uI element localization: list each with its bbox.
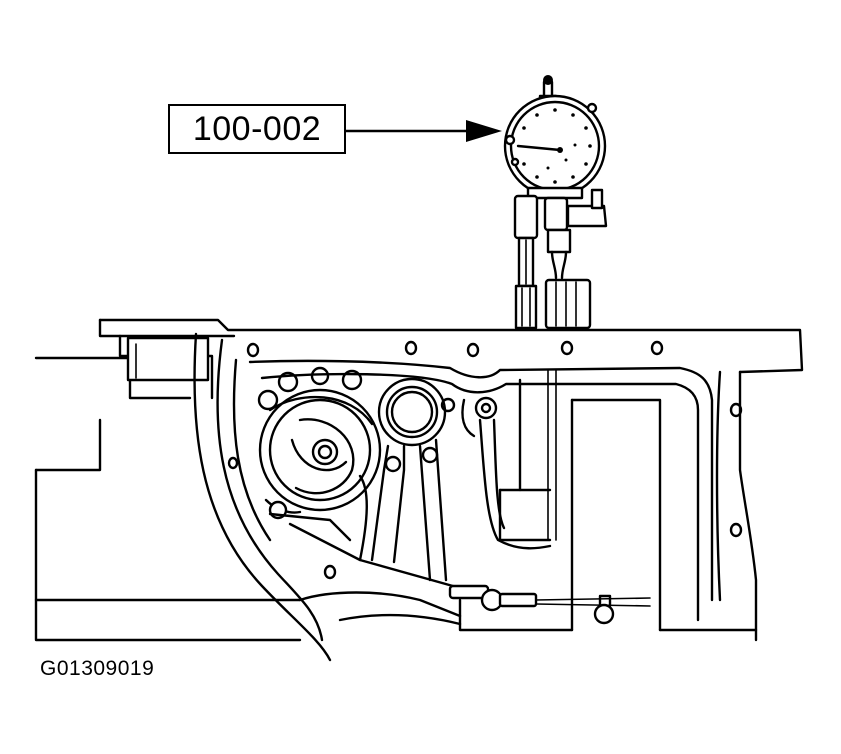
tool-number-callout: 100-002 xyxy=(168,104,346,154)
engine-block xyxy=(34,318,804,662)
tool-number-label: 100-002 xyxy=(192,109,322,148)
secondary-bore xyxy=(377,377,447,447)
figure-id-label: G01309019 xyxy=(40,657,155,680)
bearing-bolt xyxy=(448,584,651,625)
boss-holes xyxy=(257,366,363,411)
dial-indicator-gauge xyxy=(503,75,608,541)
crank-bore xyxy=(258,388,382,512)
right-arrow-icon xyxy=(344,120,502,142)
deck-bolt-holes xyxy=(227,340,743,580)
dial-ticks xyxy=(522,108,592,184)
